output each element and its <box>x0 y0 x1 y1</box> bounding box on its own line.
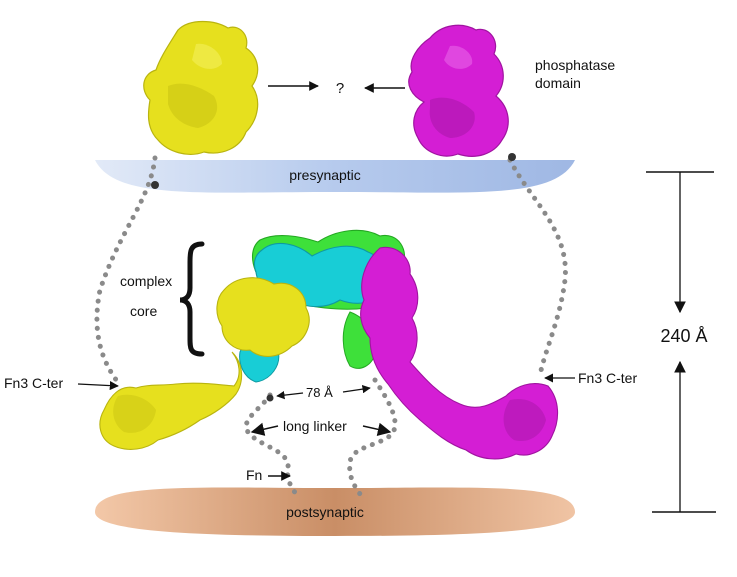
linker-node-top-left <box>151 181 159 189</box>
fn-label: Fn <box>246 467 262 483</box>
distance-240-label: 240 Å <box>660 326 707 346</box>
complex-core-brace <box>179 241 205 357</box>
long-linker-arrow-left <box>250 422 279 436</box>
linker-dots <box>94 155 568 497</box>
fn3-left-label: Fn3 C-ter <box>4 375 63 391</box>
complex-label-line1: complex <box>120 273 172 289</box>
question-mark: ? <box>336 80 344 97</box>
magenta-protein-core <box>360 246 559 460</box>
complex-label-line2: core <box>130 303 157 319</box>
yellow-protein-core <box>99 277 310 450</box>
phosphatase-label-line2: domain <box>535 75 581 91</box>
distance-78-label: 78 Å <box>306 385 333 400</box>
fn3-left-arrow <box>77 381 119 391</box>
left-inner-linker <box>243 392 299 497</box>
left-outer-linker <box>94 155 158 388</box>
right-inner-linker <box>347 377 398 497</box>
distance-78-arrow-right <box>342 384 371 394</box>
magenta-phosphatase-domain <box>408 24 509 157</box>
postsynaptic-label: postsynaptic <box>286 504 364 520</box>
presynaptic-label: presynaptic <box>289 167 361 183</box>
linker-node-78-left <box>266 394 274 402</box>
presynaptic-membrane <box>95 160 575 193</box>
linker-node-top-right <box>508 153 516 161</box>
phosphatase-label-line1: phosphatase <box>535 57 615 73</box>
fn3-right-label: Fn3 C-ter <box>578 370 637 386</box>
postsynaptic-membrane <box>95 487 575 536</box>
right-outer-linker <box>507 157 568 378</box>
long-linker-arrow-right <box>362 422 392 436</box>
distance-78-arrow-left <box>276 390 304 400</box>
long-linker-label: long linker <box>283 418 347 434</box>
yellow-phosphatase-domain <box>143 20 259 155</box>
